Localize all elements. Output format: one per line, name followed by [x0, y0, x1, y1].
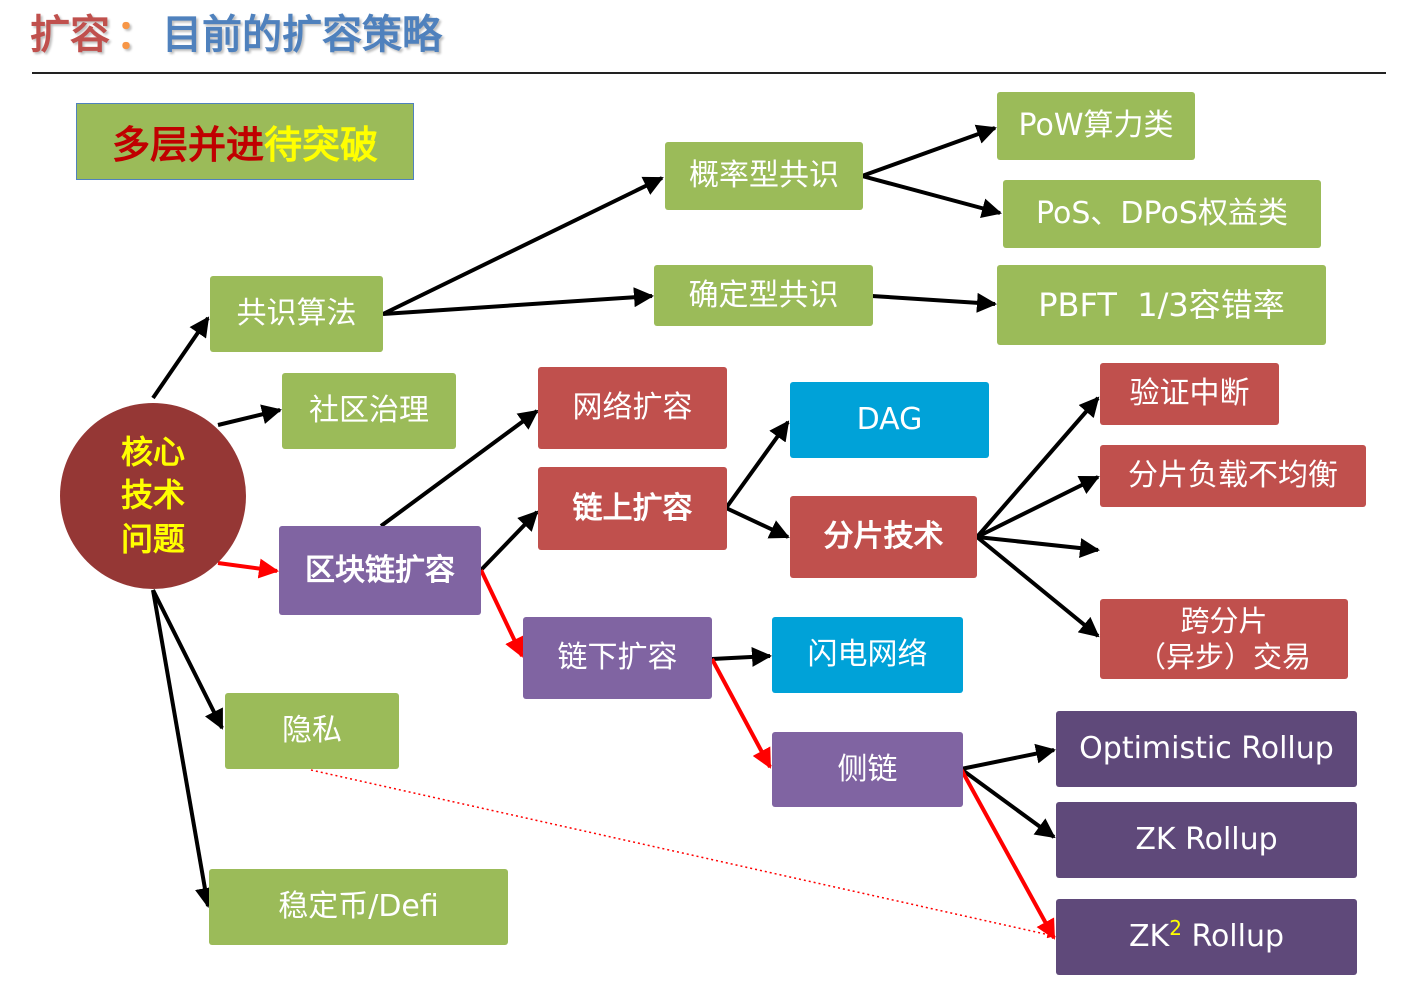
- node-onchain-label: 链上扩容: [572, 490, 693, 526]
- node-deterministic-label: 确定型共识: [688, 277, 839, 313]
- node-pbft: PBFT 1/3容错率: [997, 265, 1326, 345]
- node-consensus-label: 共识算法: [236, 296, 357, 331]
- node-network-scaling-label: 网络扩容: [572, 390, 693, 425]
- title-part2: 目前的扩容策略: [162, 12, 442, 58]
- node-privacy: 隐私: [225, 693, 399, 769]
- arrow-scaling-offchain: [479, 569, 524, 658]
- node-stablecoin-label: 稳定币/Defi: [278, 889, 439, 924]
- node-offchain: 链下扩容: [523, 617, 712, 699]
- node-stablecoin: 稳定币/Defi: [209, 869, 508, 945]
- node-verify-interrupt-label: 验证中断: [1129, 376, 1250, 411]
- arrow-onchain-sharding: [725, 506, 790, 539]
- node-shard-imbalance: 分片负载不均衡: [1100, 445, 1366, 507]
- arrow-core-scaling: [217, 558, 279, 579]
- banner-part1: 多层并进: [111, 123, 264, 167]
- node-zk2-rollup-label: ZK2 Rollup: [1128, 916, 1285, 955]
- arrow-sidechain-zk2: [959, 768, 1056, 940]
- node-cross-shard-line1: 跨分片: [1180, 603, 1268, 638]
- arrow-sidechain-optimistic: [960, 743, 1056, 771]
- arrow-sidechain-zk: [959, 767, 1056, 839]
- arrow-scaling-onchain: [479, 510, 539, 572]
- node-sharding: 分片技术: [790, 496, 977, 578]
- core-label: 核心技术问题: [120, 433, 185, 558]
- node-zk-rollup-label: ZK Rollup: [1135, 822, 1278, 857]
- node-probabilistic: 概率型共识: [665, 142, 863, 210]
- arrow-scaling-network: [379, 409, 539, 528]
- dotted-arrow-privacy-zk2: [310, 769, 1055, 939]
- node-optimistic-rollup-label: Optimistic Rollup: [1079, 731, 1334, 766]
- node-deterministic: 确定型共识: [654, 265, 873, 326]
- node-sidechain-label: 侧链: [837, 751, 898, 787]
- node-sharding-label: 分片技术: [823, 519, 944, 554]
- node-offchain-label: 链下扩容: [557, 640, 678, 675]
- arrow-probabilistic-pow: [861, 124, 997, 178]
- node-pow: PoW算力类: [997, 92, 1195, 160]
- title-divider: [32, 72, 1386, 74]
- arrow-core-consensus: [151, 316, 210, 400]
- arrow-core-privacy: [151, 589, 224, 730]
- node-pbft-label: PBFT 1/3容错率: [1038, 285, 1285, 324]
- node-zk-rollup: ZK Rollup: [1056, 802, 1357, 878]
- node-sidechain: 侧链: [772, 732, 963, 807]
- node-community-label: 社区治理: [309, 393, 429, 428]
- node-pos: PoS、DPoS权益类: [1003, 180, 1321, 248]
- core-issues-circle: 核心技术问题: [60, 403, 246, 589]
- page-title: 扩容：目前的扩容策略: [30, 6, 442, 64]
- arrow-probabilistic-pos: [861, 174, 1002, 218]
- node-community: 社区治理: [282, 373, 456, 449]
- node-consensus: 共识算法: [210, 276, 383, 352]
- arrow-consensus-probabilistic: [382, 176, 664, 316]
- node-lightning-label: 闪电网络: [807, 637, 928, 672]
- arrow-sharding-empty: [976, 535, 1100, 559]
- node-probabilistic-label: 概率型共识: [689, 158, 839, 193]
- arrow-core-community: [217, 404, 282, 427]
- arrow-sharding-cross: [975, 535, 1100, 638]
- node-pos-label: PoS、DPoS权益类: [1036, 196, 1288, 231]
- node-optimistic-rollup: Optimistic Rollup: [1056, 711, 1357, 787]
- title-part1: 扩容: [30, 12, 110, 58]
- banner: 多层并进待突破: [76, 103, 414, 180]
- arrow-core-stablecoin: [151, 589, 215, 908]
- title-colon: ：: [116, 12, 156, 58]
- node-cross-shard: 跨分片 （异步）交易: [1100, 599, 1348, 679]
- arrow-offchain-sidechain: [710, 658, 772, 769]
- node-zk2-suffix: Rollup: [1181, 919, 1285, 954]
- node-cross-shard-line2: （异步）交易: [1136, 640, 1311, 674]
- node-zk2-rollup: ZK2 Rollup: [1056, 899, 1357, 975]
- node-zk2-prefix: ZK: [1128, 919, 1170, 954]
- node-blockchain-scaling-label: 区块链扩容: [305, 552, 455, 588]
- node-onchain: 链上扩容: [538, 467, 727, 550]
- node-privacy-label: 隐私: [282, 713, 342, 748]
- node-verify-interrupt: 验证中断: [1100, 363, 1279, 425]
- node-dag-label: DAG: [856, 402, 923, 437]
- node-blockchain-scaling: 区块链扩容: [279, 526, 481, 615]
- arrow-sharding-verify: [975, 396, 1100, 539]
- banner-part2: 待突破: [264, 123, 379, 167]
- arrow-onchain-dag: [724, 420, 790, 510]
- arrow-deterministic-pbft: [871, 292, 997, 313]
- node-pow-label: PoW算力类: [1018, 108, 1174, 143]
- arrow-sharding-imbalance: [976, 475, 1100, 539]
- arrow-consensus-deterministic: [382, 287, 654, 316]
- node-network-scaling: 网络扩容: [538, 367, 727, 449]
- node-shard-imbalance-label: 分片负载不均衡: [1128, 458, 1338, 493]
- arrow-offchain-lightning: [711, 646, 772, 667]
- node-lightning: 闪电网络: [772, 617, 963, 693]
- node-zk2-superscript: 2: [1169, 916, 1182, 940]
- node-dag: DAG: [790, 382, 989, 458]
